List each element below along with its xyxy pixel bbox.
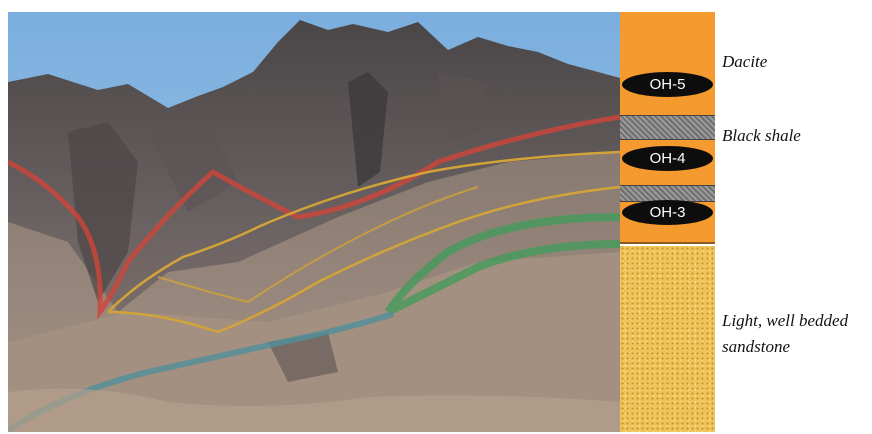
sandstone-layer — [620, 246, 715, 432]
dark-face — [68, 122, 138, 302]
black-shale-layer — [620, 115, 715, 140]
label-black-shale: Black shale — [722, 126, 801, 145]
label-sandstone: Light, well bedded sandstone — [722, 308, 848, 360]
dark-gully — [348, 72, 388, 187]
yellow-contact-lower — [107, 185, 620, 334]
label-sandstone-line1: Light, well bedded — [722, 311, 849, 330]
yellow-contact-upper — [107, 150, 620, 313]
sample-oh-5: OH-5 — [622, 72, 713, 97]
sample-oh-3: OH-3 — [622, 200, 713, 225]
rock-texture — [148, 72, 488, 382]
sample-oh-4: OH-4 — [622, 146, 713, 171]
green-contact-line — [384, 213, 620, 316]
dacite-layer — [620, 12, 715, 115]
label-sandstone-line2: sandstone — [722, 337, 790, 356]
red-contact-line — [8, 114, 620, 320]
outcrop-photo — [8, 12, 620, 432]
foreground-scrub — [8, 388, 620, 432]
outcrop-photo-canvas — [8, 12, 620, 432]
stratigraphic-column: OH-5 OH-4 OH-3 — [620, 12, 715, 432]
yellow-contact-inner — [157, 186, 479, 304]
label-dacite: Dacite — [722, 52, 768, 71]
